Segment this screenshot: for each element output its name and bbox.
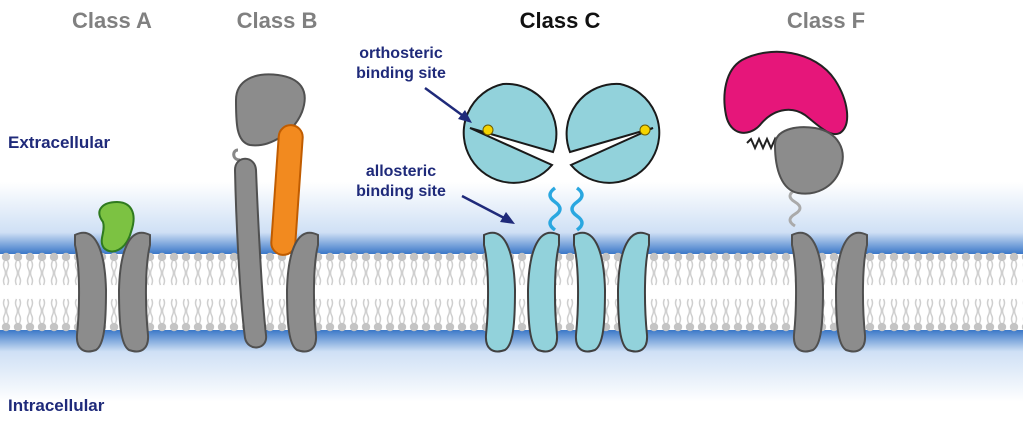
class-a-tm-right xyxy=(117,232,151,353)
orthosteric-site-label-line1: orthosteric xyxy=(359,45,443,62)
left-venus-flytrap xyxy=(462,82,558,184)
class-f-linker xyxy=(788,188,802,228)
right-venus-flytrap xyxy=(565,82,661,184)
allosteric-site-label-line2: binding site xyxy=(356,183,446,200)
orthosteric-site-label-line2: binding site xyxy=(356,65,446,82)
orthosteric-ligand-left xyxy=(482,124,494,136)
class-f-receptor xyxy=(723,50,868,353)
class-b-tm-left xyxy=(233,157,268,349)
annotation-arrows xyxy=(424,86,515,224)
extracellular-label: Extracellular xyxy=(8,133,111,152)
class-a-receptor xyxy=(74,200,151,353)
class-c-tm-4 xyxy=(616,232,650,353)
wnt-ligand xyxy=(723,50,849,136)
class-c-tm-3 xyxy=(573,232,607,353)
allosteric-arrowhead xyxy=(500,212,515,224)
class-f-tm-left xyxy=(791,232,825,353)
ligand-in-pocket xyxy=(98,200,135,253)
allosteric-site-label-line1: allosteric xyxy=(365,163,437,180)
orthosteric-arrowhead xyxy=(458,110,472,123)
class-c-receptor xyxy=(462,82,661,353)
allosteric-arrow xyxy=(461,194,509,222)
orthosteric-site-label: orthosteric binding site xyxy=(340,44,462,84)
class-c-tm-2 xyxy=(526,232,560,353)
peptide-ligand xyxy=(270,124,304,256)
class-c-title: Class C xyxy=(519,8,601,33)
left-linker xyxy=(548,186,562,232)
intracellular-label: Intracellular xyxy=(8,396,105,415)
class-a-tm-left xyxy=(74,232,108,353)
class-b-linker xyxy=(232,148,241,162)
orthosteric-ligand-right xyxy=(639,124,651,136)
class-f-tm-right xyxy=(834,232,868,353)
class-b-tm-right xyxy=(285,232,319,353)
class-b-receptor xyxy=(232,73,319,353)
right-linker xyxy=(570,186,584,232)
orthosteric-arrow xyxy=(424,86,467,120)
class-a-title: Class A xyxy=(72,8,152,33)
class-b-title: Class B xyxy=(236,8,318,33)
class-c-tm-1 xyxy=(483,232,517,353)
class-f-title: Class F xyxy=(786,8,866,33)
allosteric-site-label: allosteric binding site xyxy=(340,162,462,202)
cysteine-rich-domain xyxy=(773,126,844,195)
